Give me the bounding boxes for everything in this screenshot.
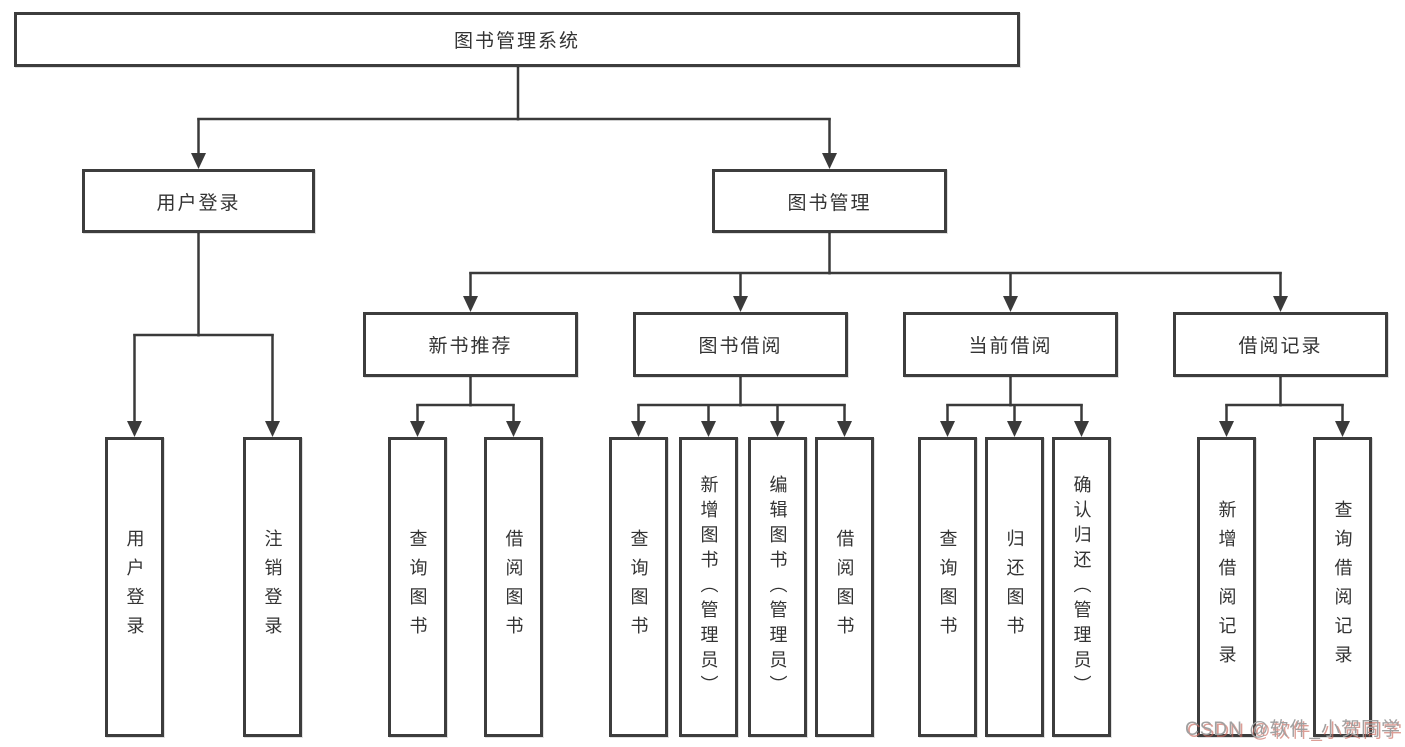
node-book-mgmt: 图书管理 <box>712 169 947 233</box>
leaf-user-login: 用户登录 <box>105 437 164 737</box>
arrow-to-leaf-logout <box>265 421 280 437</box>
arrow-to-current-borrow <box>1003 296 1018 312</box>
arrow-to-leaf-edit-book <box>770 421 785 437</box>
node-book-borrow: 图书借阅 <box>633 312 848 377</box>
arrow-to-leaf-query-book-3 <box>940 421 955 437</box>
leaf-borrow-book-2: 借阅图书 <box>815 437 874 737</box>
leaf-add-record: 新增借阅记录 <box>1197 437 1256 737</box>
node-new-book-rec-label: 新书推荐 <box>428 336 513 357</box>
leaf-borrow-book-1-label: 借阅图书 <box>503 529 524 645</box>
node-current-borrow-label: 当前借阅 <box>968 336 1053 357</box>
leaf-add-record-label: 新增借阅记录 <box>1216 500 1237 674</box>
arrow-to-leaf-return-book <box>1007 421 1022 437</box>
leaf-confirm-return-label: 确认归还（管理员） <box>1071 474 1092 700</box>
node-borrow-record-label: 借阅记录 <box>1238 336 1323 357</box>
leaf-query-book-3: 查询图书 <box>918 437 977 737</box>
arrow-to-leaf-query-book-2 <box>631 421 646 437</box>
arrow-to-new-book-rec <box>463 296 478 312</box>
leaf-query-record: 查询借阅记录 <box>1313 437 1372 737</box>
node-user-login-label: 用户登录 <box>156 192 241 214</box>
leaf-return-book: 归还图书 <box>985 437 1044 737</box>
leaf-return-book-label: 归还图书 <box>1004 529 1025 645</box>
leaf-query-record-label: 查询借阅记录 <box>1332 500 1353 674</box>
leaf-user-login-label: 用户登录 <box>124 529 145 645</box>
arrow-to-leaf-query-record <box>1335 421 1350 437</box>
node-current-borrow: 当前借阅 <box>903 312 1118 377</box>
arrow-to-book-mgmt <box>822 153 837 169</box>
node-book-borrow-label: 图书借阅 <box>698 336 783 357</box>
arrow-to-leaf-add-book <box>701 421 716 437</box>
leaf-logout: 注销登录 <box>243 437 302 737</box>
leaf-add-book: 新增图书（管理员） <box>679 437 738 737</box>
leaf-query-book-3-label: 查询图书 <box>937 529 958 645</box>
leaf-add-book-label: 新增图书（管理员） <box>698 474 719 700</box>
leaf-query-book-1-label: 查询图书 <box>407 529 428 645</box>
leaf-logout-label: 注销登录 <box>262 529 283 645</box>
leaf-query-book-2-label: 查询图书 <box>628 529 649 645</box>
leaf-edit-book: 编辑图书（管理员） <box>748 437 807 737</box>
arrow-to-leaf-query-book-1 <box>410 421 425 437</box>
node-user-login: 用户登录 <box>82 169 315 233</box>
leaf-borrow-book-1: 借阅图书 <box>484 437 543 737</box>
node-root-label: 图书管理系统 <box>453 31 580 52</box>
node-root: 图书管理系统 <box>14 12 1020 67</box>
leaf-query-book-2: 查询图书 <box>609 437 668 737</box>
arrow-to-leaf-user-login <box>127 421 142 437</box>
leaf-edit-book-label: 编辑图书（管理员） <box>767 474 788 700</box>
arrow-to-book-borrow <box>733 296 748 312</box>
leaf-borrow-book-2-label: 借阅图书 <box>834 529 855 645</box>
arrow-to-user-login <box>191 153 206 169</box>
arrow-to-leaf-confirm-return <box>1074 421 1089 437</box>
arrow-to-leaf-borrow-book-2 <box>837 421 852 437</box>
leaf-confirm-return: 确认归还（管理员） <box>1052 437 1111 737</box>
node-borrow-record: 借阅记录 <box>1173 312 1388 377</box>
arrow-to-borrow-record <box>1273 296 1288 312</box>
csdn-watermark: CSDN @软件_小贺同学 <box>1185 719 1401 740</box>
arrow-to-leaf-add-record <box>1219 421 1234 437</box>
node-new-book-rec: 新书推荐 <box>363 312 578 377</box>
leaf-query-book-1: 查询图书 <box>388 437 447 737</box>
node-book-mgmt-label: 图书管理 <box>787 192 872 214</box>
arrow-to-leaf-borrow-book-1 <box>506 421 521 437</box>
